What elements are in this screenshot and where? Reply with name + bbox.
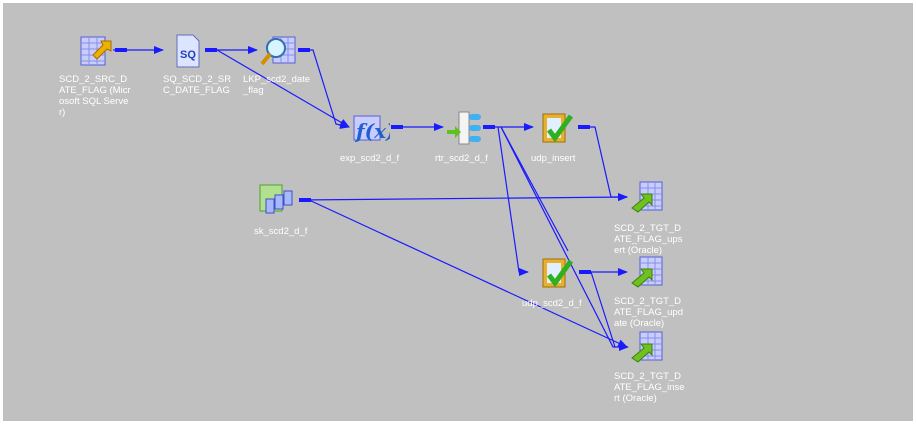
- update-strategy-icon: [542, 113, 574, 143]
- target-table-icon: [631, 256, 663, 288]
- svg-text:f(x): f(x): [354, 119, 390, 143]
- link-rtr-udp-d-f[interactable]: [497, 126, 529, 276]
- mapping-canvas[interactable]: SCD_2_SRC_DATE_FLAG (Microsoft SQL Serve…: [3, 3, 913, 421]
- node-label: udp_scd2_d_f: [522, 298, 582, 309]
- node-label: udp_insert: [531, 153, 576, 164]
- link-sk-tgt-insert[interactable]: [308, 199, 628, 348]
- target-table-icon: [631, 181, 663, 213]
- node-label: SQ_SCD_2_SRC_DATE_FLAG: [163, 74, 232, 96]
- expression-icon: f(x): [353, 115, 390, 143]
- node-label: SCD_2_TGT_DATE_FLAG_insert (Oracle): [614, 371, 685, 404]
- link-sq-exp[interactable]: [216, 49, 350, 128]
- link-sk-tgt-upsert[interactable]: [298, 193, 628, 202]
- node-label: exp_scd2_d_f: [340, 153, 400, 164]
- svg-text:SQ: SQ: [180, 49, 196, 61]
- update-strategy-icon: [542, 258, 574, 288]
- target-table-icon: [631, 331, 663, 363]
- link-udp-d-f-tgt-insert[interactable]: [590, 271, 616, 348]
- node-label: LKP_scd2_date_flag: [243, 74, 311, 96]
- node-label: rtr_scd2_d_f: [435, 153, 488, 164]
- links-layer: [113, 46, 629, 351]
- node-label: SCD_2_TGT_DATE_FLAG_update (Oracle): [614, 296, 684, 329]
- node-label: SCD_2_SRC_DATE_FLAG (Microsoft SQL Serve…: [59, 74, 131, 118]
- source-qualifier-icon: SQ: [176, 34, 200, 68]
- node-label: sk_scd2_d_f: [254, 226, 308, 237]
- lookup-icon: [260, 36, 296, 66]
- router-icon: [447, 111, 481, 145]
- source-table-icon: [80, 36, 112, 66]
- node-label: SCD_2_TGT_DATE_FLAG_upsert (Oracle): [614, 223, 683, 256]
- sequence-generator-icon: [259, 184, 293, 214]
